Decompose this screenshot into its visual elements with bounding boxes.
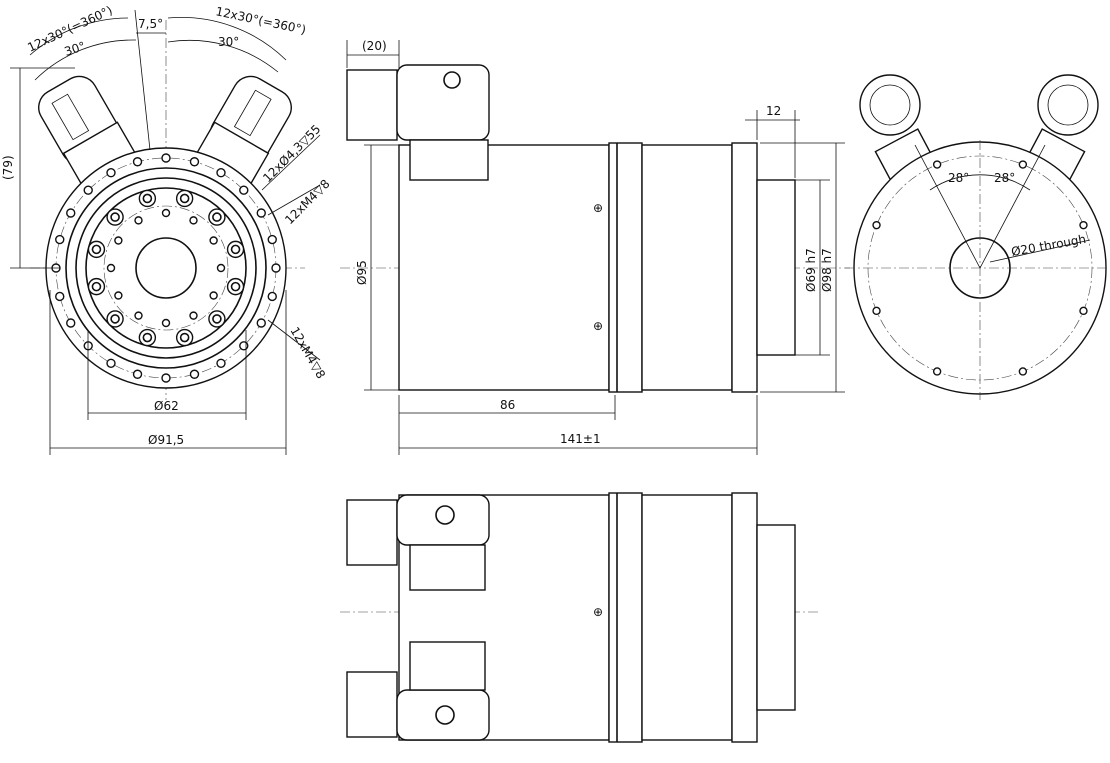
connector-left xyxy=(38,75,140,191)
mount-hole xyxy=(256,318,266,328)
thread-hole xyxy=(208,208,226,226)
mount-hole xyxy=(55,234,65,245)
connector-right xyxy=(192,75,292,191)
small-hole xyxy=(134,311,143,320)
inner-diameter-label: Ø62 xyxy=(154,399,179,413)
screw-icon: ⊕ xyxy=(593,605,603,619)
thread-hole-inner xyxy=(212,212,222,222)
connector-top xyxy=(346,64,490,181)
front-view xyxy=(10,9,321,455)
angle-left-label: 30° xyxy=(63,39,88,59)
thread-hole xyxy=(138,328,157,347)
rear-hole xyxy=(1018,160,1028,169)
connector-upper xyxy=(346,494,490,591)
rear-hole xyxy=(872,220,881,230)
mount-hole xyxy=(106,358,116,368)
small-hole xyxy=(209,291,218,300)
thread-hole xyxy=(87,240,106,259)
bottom-view: ⊕ xyxy=(340,492,820,743)
thread-hole-inner xyxy=(110,314,120,324)
thread-hole xyxy=(138,189,157,208)
height-ref-label: (79) xyxy=(1,155,15,180)
thread-hole-inner xyxy=(212,314,222,324)
angle-offset-label: 7,5° xyxy=(138,17,163,31)
rear-angle-right-label: 28° xyxy=(994,171,1015,185)
small-hole xyxy=(114,291,123,300)
small-hole xyxy=(189,311,198,320)
rear-hole xyxy=(932,160,942,169)
thread-hole-inner xyxy=(230,244,241,255)
threads-upper-label: 12xM4▽8 xyxy=(282,177,332,227)
rear-hole xyxy=(1018,367,1028,376)
shaft-length-label: 12 xyxy=(766,104,781,118)
mount-hole xyxy=(216,168,226,178)
mount-hole xyxy=(239,341,249,351)
rear-hole xyxy=(1079,306,1088,316)
mount-hole xyxy=(267,291,277,302)
thread-hole xyxy=(226,277,245,296)
mount-hole xyxy=(161,373,171,383)
outer-diameter-label: Ø91,5 xyxy=(148,433,184,447)
small-hole xyxy=(114,236,123,245)
body-length-label: 86 xyxy=(500,398,515,412)
thread-hole-inner xyxy=(91,281,102,292)
mount-hole xyxy=(267,234,277,245)
thread-hole xyxy=(175,189,194,208)
connector-rear-left xyxy=(859,74,938,188)
small-hole xyxy=(161,318,171,328)
connector-width-label: (20) xyxy=(362,39,387,53)
mount-hole xyxy=(216,358,226,368)
thread-hole xyxy=(208,310,226,328)
flange-diameter-label: Ø98 h7 xyxy=(820,248,834,292)
connector-lower xyxy=(346,641,490,741)
total-length-label: 141±1 xyxy=(560,432,601,446)
screw-icon: ⊕ xyxy=(593,319,603,333)
mount-hole xyxy=(256,208,266,218)
mount-hole xyxy=(132,369,143,379)
rear-hole xyxy=(932,367,942,376)
small-hole xyxy=(161,208,171,218)
mount-hole xyxy=(66,208,76,218)
small-hole xyxy=(216,263,226,273)
thread-hole-inner xyxy=(230,281,241,292)
threads-lower-label: 12xM4▽8 xyxy=(287,325,328,382)
thread-hole-inner xyxy=(142,332,153,343)
mount-hole xyxy=(161,153,171,163)
mount-hole xyxy=(106,168,116,178)
angle-right-label: 30° xyxy=(218,35,239,49)
mount-hole xyxy=(189,157,200,167)
thread-hole-inner xyxy=(179,193,190,204)
rear-angle-left-label: 28° xyxy=(948,171,969,185)
thread-hole-inner xyxy=(179,332,190,343)
thread-hole-inner xyxy=(91,244,102,255)
thread-hole xyxy=(226,240,245,259)
thread-hole-inner xyxy=(142,193,153,204)
rear-view xyxy=(845,74,1110,400)
small-hole xyxy=(106,263,116,273)
rear-hole xyxy=(872,306,881,316)
thread-hole xyxy=(175,328,194,347)
mount-hole xyxy=(239,185,249,195)
small-hole xyxy=(134,216,143,225)
small-hole xyxy=(209,236,218,245)
thread-hole-inner xyxy=(110,212,120,222)
mount-hole xyxy=(83,185,93,195)
mount-hole xyxy=(55,291,65,302)
body-diameter-label: Ø95 xyxy=(355,260,369,285)
rear-hole xyxy=(1079,220,1088,230)
small-hole xyxy=(189,216,198,225)
thread-hole xyxy=(106,208,124,226)
side-view: ⊕ ⊕ xyxy=(340,40,850,455)
shaft-diameter-label: Ø69 h7 xyxy=(804,248,818,292)
screw-icon: ⊕ xyxy=(593,201,603,215)
mount-hole xyxy=(271,263,281,273)
mount-hole xyxy=(132,157,143,167)
thread-hole xyxy=(87,277,106,296)
mount-hole xyxy=(189,369,200,379)
mount-hole xyxy=(66,318,76,328)
angle-pitch-right-label: 12x30°(=360°) xyxy=(214,4,307,37)
thread-hole xyxy=(106,310,124,328)
